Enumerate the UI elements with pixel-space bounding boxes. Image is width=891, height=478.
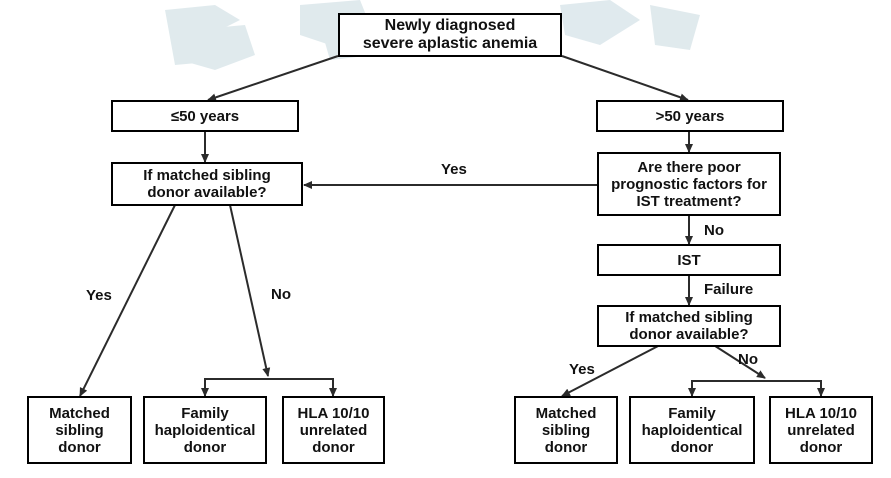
edge-right-split bbox=[691, 380, 822, 394]
edge-left-split bbox=[204, 378, 334, 394]
right-matched-sibling-node: Matched sibling donor bbox=[514, 396, 618, 464]
right-sibling-question: If matched sibling donor available? bbox=[597, 305, 781, 347]
edge-left-no bbox=[229, 204, 271, 377]
right-yes-label: Yes bbox=[569, 361, 595, 378]
edge-root-le50 bbox=[207, 55, 339, 102]
left-no-label: No bbox=[271, 286, 291, 303]
left-unrelated-node: HLA 10/10 unrelated donor bbox=[282, 396, 385, 464]
ist-failure-label: Failure bbox=[704, 281, 754, 298]
prognostic-question: Are there poor prognostic factors for IS… bbox=[597, 152, 781, 216]
age-gt50-node: >50 years bbox=[596, 100, 784, 132]
left-haploidentical-node: Family haploidentical donor bbox=[143, 396, 267, 464]
prognostic-yes-label: Yes bbox=[441, 161, 467, 178]
right-unrelated-node: HLA 10/10 unrelated donor bbox=[769, 396, 873, 464]
edge-left-yes bbox=[79, 204, 176, 397]
left-yes-label: Yes bbox=[86, 287, 112, 304]
age-le50-node: ≤50 years bbox=[111, 100, 299, 132]
prognostic-no-label: No bbox=[704, 222, 724, 239]
ist-node: IST bbox=[597, 244, 781, 276]
edge-right-no bbox=[711, 343, 766, 379]
root-node: Newly diagnosed severe aplastic anemia bbox=[338, 13, 562, 57]
edge-root-gt50 bbox=[561, 55, 689, 102]
right-haploidentical-node: Family haploidentical donor bbox=[629, 396, 755, 464]
left-matched-sibling-node: Matched sibling donor bbox=[27, 396, 132, 464]
edge-right-yes bbox=[561, 343, 663, 397]
left-sibling-question: If matched sibling donor available? bbox=[111, 162, 303, 206]
right-no-label: No bbox=[738, 351, 758, 368]
